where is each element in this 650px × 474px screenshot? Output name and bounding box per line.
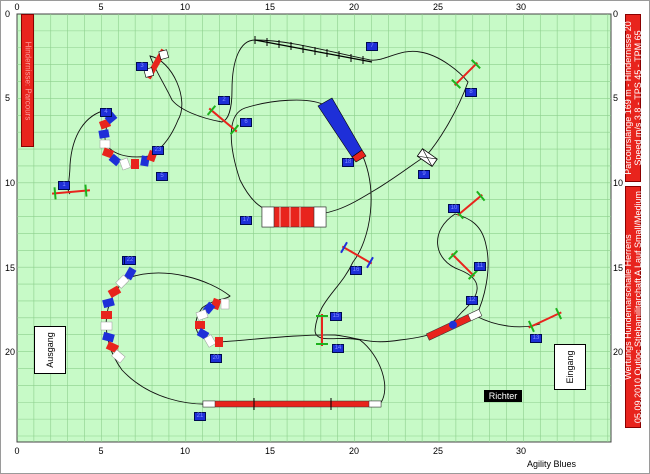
x-tick-label-bottom: 30 — [515, 446, 527, 456]
y-tick-label-left: 10 — [5, 178, 16, 188]
x-tick-label-top: 20 — [348, 2, 360, 12]
obstacle-number-marker: 12 — [466, 296, 478, 305]
obstacle-number-marker: 9 — [418, 170, 430, 179]
obstacle-number-marker: 5 — [156, 172, 168, 181]
jump-8 — [340, 241, 374, 269]
x-tick-label-top: 30 — [515, 2, 527, 12]
obstacle-number-marker: 2 — [218, 96, 230, 105]
y-tick-label-right: 10 — [613, 178, 624, 188]
obstacle-number-marker: 16 — [350, 266, 362, 275]
event-info-banner: Wertungs Hundemarschalle Herrens 05.09.2… — [623, 186, 643, 428]
jump-2 — [206, 105, 240, 135]
obstacle-number-marker: 22 — [124, 256, 136, 265]
left-banner: Hindernisse: Parcours — [21, 14, 34, 147]
jump-1 — [51, 184, 91, 200]
y-tick-label-left: 15 — [5, 263, 16, 273]
obstacle-number-marker: 7 — [366, 42, 378, 51]
x-tick-label-bottom: 25 — [432, 446, 444, 456]
obstacle-number-marker: 10 — [448, 204, 460, 213]
straight-tunnel — [261, 206, 327, 228]
judge-label: Richter — [484, 390, 522, 402]
y-tick-label-right: 15 — [613, 263, 624, 273]
x-tick-label-bottom: 0 — [14, 446, 20, 456]
x-tick-label-top: 25 — [432, 2, 444, 12]
x-tick-label-bottom: 15 — [264, 446, 276, 456]
entrance-sign: Eingang — [554, 344, 586, 390]
obstacle-number-marker: 20 — [210, 354, 222, 363]
y-tick-label-left: 20 — [5, 347, 16, 357]
y-tick-label-right: 5 — [613, 93, 619, 103]
obstacle-number-marker: 15 — [330, 312, 342, 321]
y-tick-label-left: 0 — [5, 9, 11, 19]
weave-poles — [254, 36, 373, 64]
obstacle-number-marker: 18 — [342, 158, 354, 167]
obstacle-number-marker: 11 — [474, 262, 486, 271]
x-tick-label-top: 10 — [179, 2, 191, 12]
y-tick-label-right: 0 — [613, 9, 619, 19]
table — [416, 148, 438, 167]
x-tick-label-top: 0 — [14, 2, 20, 12]
exit-sign: Ausgang — [34, 326, 66, 374]
obstacle-number-marker: 21 — [194, 412, 206, 421]
x-tick-label-top: 5 — [98, 2, 104, 12]
footer-brand: Agility Blues — [527, 459, 577, 469]
obstacle-number-marker: 6 — [240, 118, 252, 127]
jump-6 — [527, 307, 563, 333]
seesaw — [425, 309, 483, 341]
obstacle-number-marker: 13 — [530, 334, 542, 343]
collapsed-tunnel — [317, 97, 367, 163]
x-tick-label-bottom: 5 — [98, 446, 104, 456]
x-tick-label-bottom: 20 — [348, 446, 360, 456]
obstacle-number-marker: 23 — [152, 146, 164, 155]
x-tick-label-bottom: 10 — [179, 446, 191, 456]
obstacle-number-marker: 17 — [240, 216, 252, 225]
y-tick-label-left: 5 — [5, 93, 11, 103]
jump-3 — [451, 59, 481, 89]
jump-5 — [448, 250, 478, 280]
jump-7 — [316, 314, 328, 346]
grid-lines — [17, 14, 611, 442]
tunnel-lower-middle — [195, 297, 230, 348]
tunnel-lower-left — [100, 266, 137, 364]
course-info-banner: Parcourslänge 169 m - Hindernisse 20 Spe… — [623, 14, 643, 182]
y-tick-label-right: 20 — [613, 347, 624, 357]
obstacle-number-marker: 14 — [332, 344, 344, 353]
x-tick-label-top: 15 — [264, 2, 276, 12]
dog-walk — [202, 398, 382, 410]
obstacle-number-marker: 8 — [465, 88, 477, 97]
obstacle-number-marker: 1 — [58, 181, 70, 190]
obstacle-number-marker: 4 — [100, 108, 112, 117]
obstacle-number-marker: 3 — [136, 62, 148, 71]
tunnel-upper-left — [98, 111, 158, 171]
